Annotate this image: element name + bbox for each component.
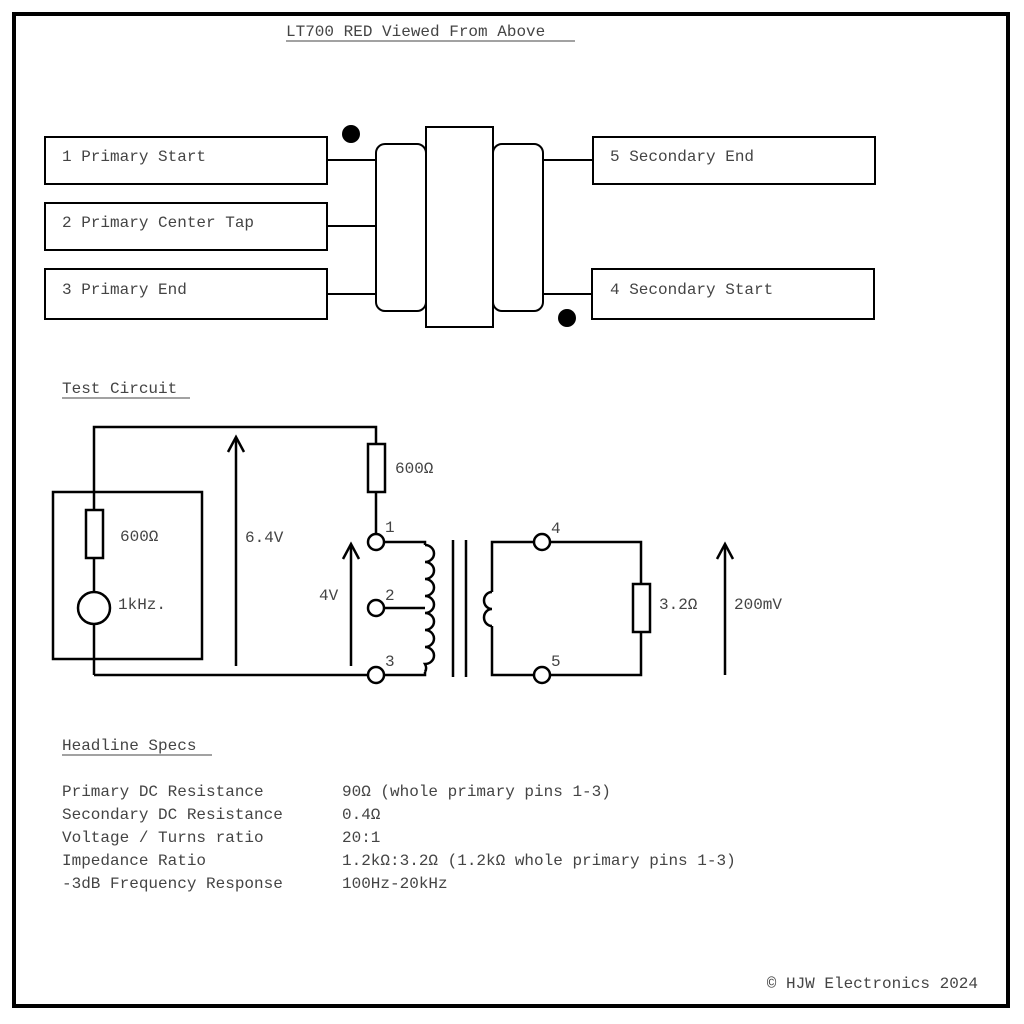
wire-pin3-to-coil (384, 672, 427, 677)
series-resistor-value: 600Ω (395, 460, 434, 478)
load-resistor-value: 3.2Ω (659, 596, 698, 614)
load-voltage: 200mV (734, 596, 782, 614)
primary-voltage: 4V (319, 587, 339, 605)
wire-sec-top (490, 540, 534, 592)
generator-frequency: 1kHz. (118, 596, 166, 614)
wire-top (92, 425, 378, 510)
terminal-4 (532, 532, 552, 552)
secondary-coil (482, 590, 493, 628)
source-resistor (84, 508, 105, 560)
pin-2-label: 2 Primary Center Tap (62, 214, 254, 232)
terminal-4-label: 4 (551, 520, 561, 538)
terminal-1 (366, 532, 386, 552)
wire-sec-bottom (490, 626, 534, 677)
spec-value: 0.4Ω (342, 806, 381, 824)
spec-value: 1.2kΩ:3.2Ω (1.2kΩ whole primary pins 1-3… (342, 852, 736, 870)
wire-load-top (550, 540, 643, 584)
pinout-diagram (44, 126, 876, 328)
arrow-4v-head (341, 541, 361, 560)
spec-label: -3dB Frequency Response (62, 875, 283, 893)
spec-value: 20:1 (342, 829, 380, 847)
pin-1-label: 1 Primary Start (62, 148, 206, 166)
terminal-5 (532, 665, 552, 685)
spec-label: Primary DC Resistance (62, 783, 264, 801)
arrow-6v4-head (226, 434, 246, 453)
pin-5-label: 5 Secondary End (610, 148, 754, 166)
spec-label: Voltage / Turns ratio (62, 829, 264, 847)
spec-value: 90Ω (whole primary pins 1-3) (342, 783, 611, 801)
series-resistor (366, 442, 387, 494)
source-voltage: 6.4V (245, 529, 284, 547)
spec-label: Impedance Ratio (62, 852, 206, 870)
terminal-2 (366, 598, 386, 618)
wire-load-bottom (550, 632, 643, 677)
copyright-footer: © HJW Electronics 2024 (767, 975, 978, 993)
spec-value: 100Hz-20kHz (342, 875, 448, 893)
terminal-1-label: 1 (385, 519, 395, 537)
test-circuit-heading: Test Circuit (62, 380, 177, 398)
phase-dot-primary (342, 125, 360, 143)
generator-symbol (76, 590, 112, 626)
terminal-3 (366, 665, 386, 685)
pin-4-label: 4 Secondary Start (610, 281, 773, 299)
primary-coil (422, 543, 436, 673)
phase-dot-secondary (558, 309, 576, 327)
source-resistor-value: 600Ω (120, 528, 159, 546)
outer-frame (12, 12, 1010, 1008)
terminal-3-label: 3 (385, 653, 395, 671)
diagram-title: LT700 RED Viewed From Above (286, 23, 545, 41)
terminal-2-label: 2 (385, 587, 395, 605)
arrow-200mv-head (715, 541, 735, 560)
terminal-5-label: 5 (551, 653, 561, 671)
pin-3-label: 3 Primary End (62, 281, 187, 299)
test-circuit-schematic (51, 425, 735, 685)
spec-label: Secondary DC Resistance (62, 806, 283, 824)
generator-box (51, 490, 204, 661)
secondary-winding-block (492, 143, 544, 312)
specs-heading: Headline Specs (62, 737, 196, 755)
load-resistor (631, 582, 652, 634)
